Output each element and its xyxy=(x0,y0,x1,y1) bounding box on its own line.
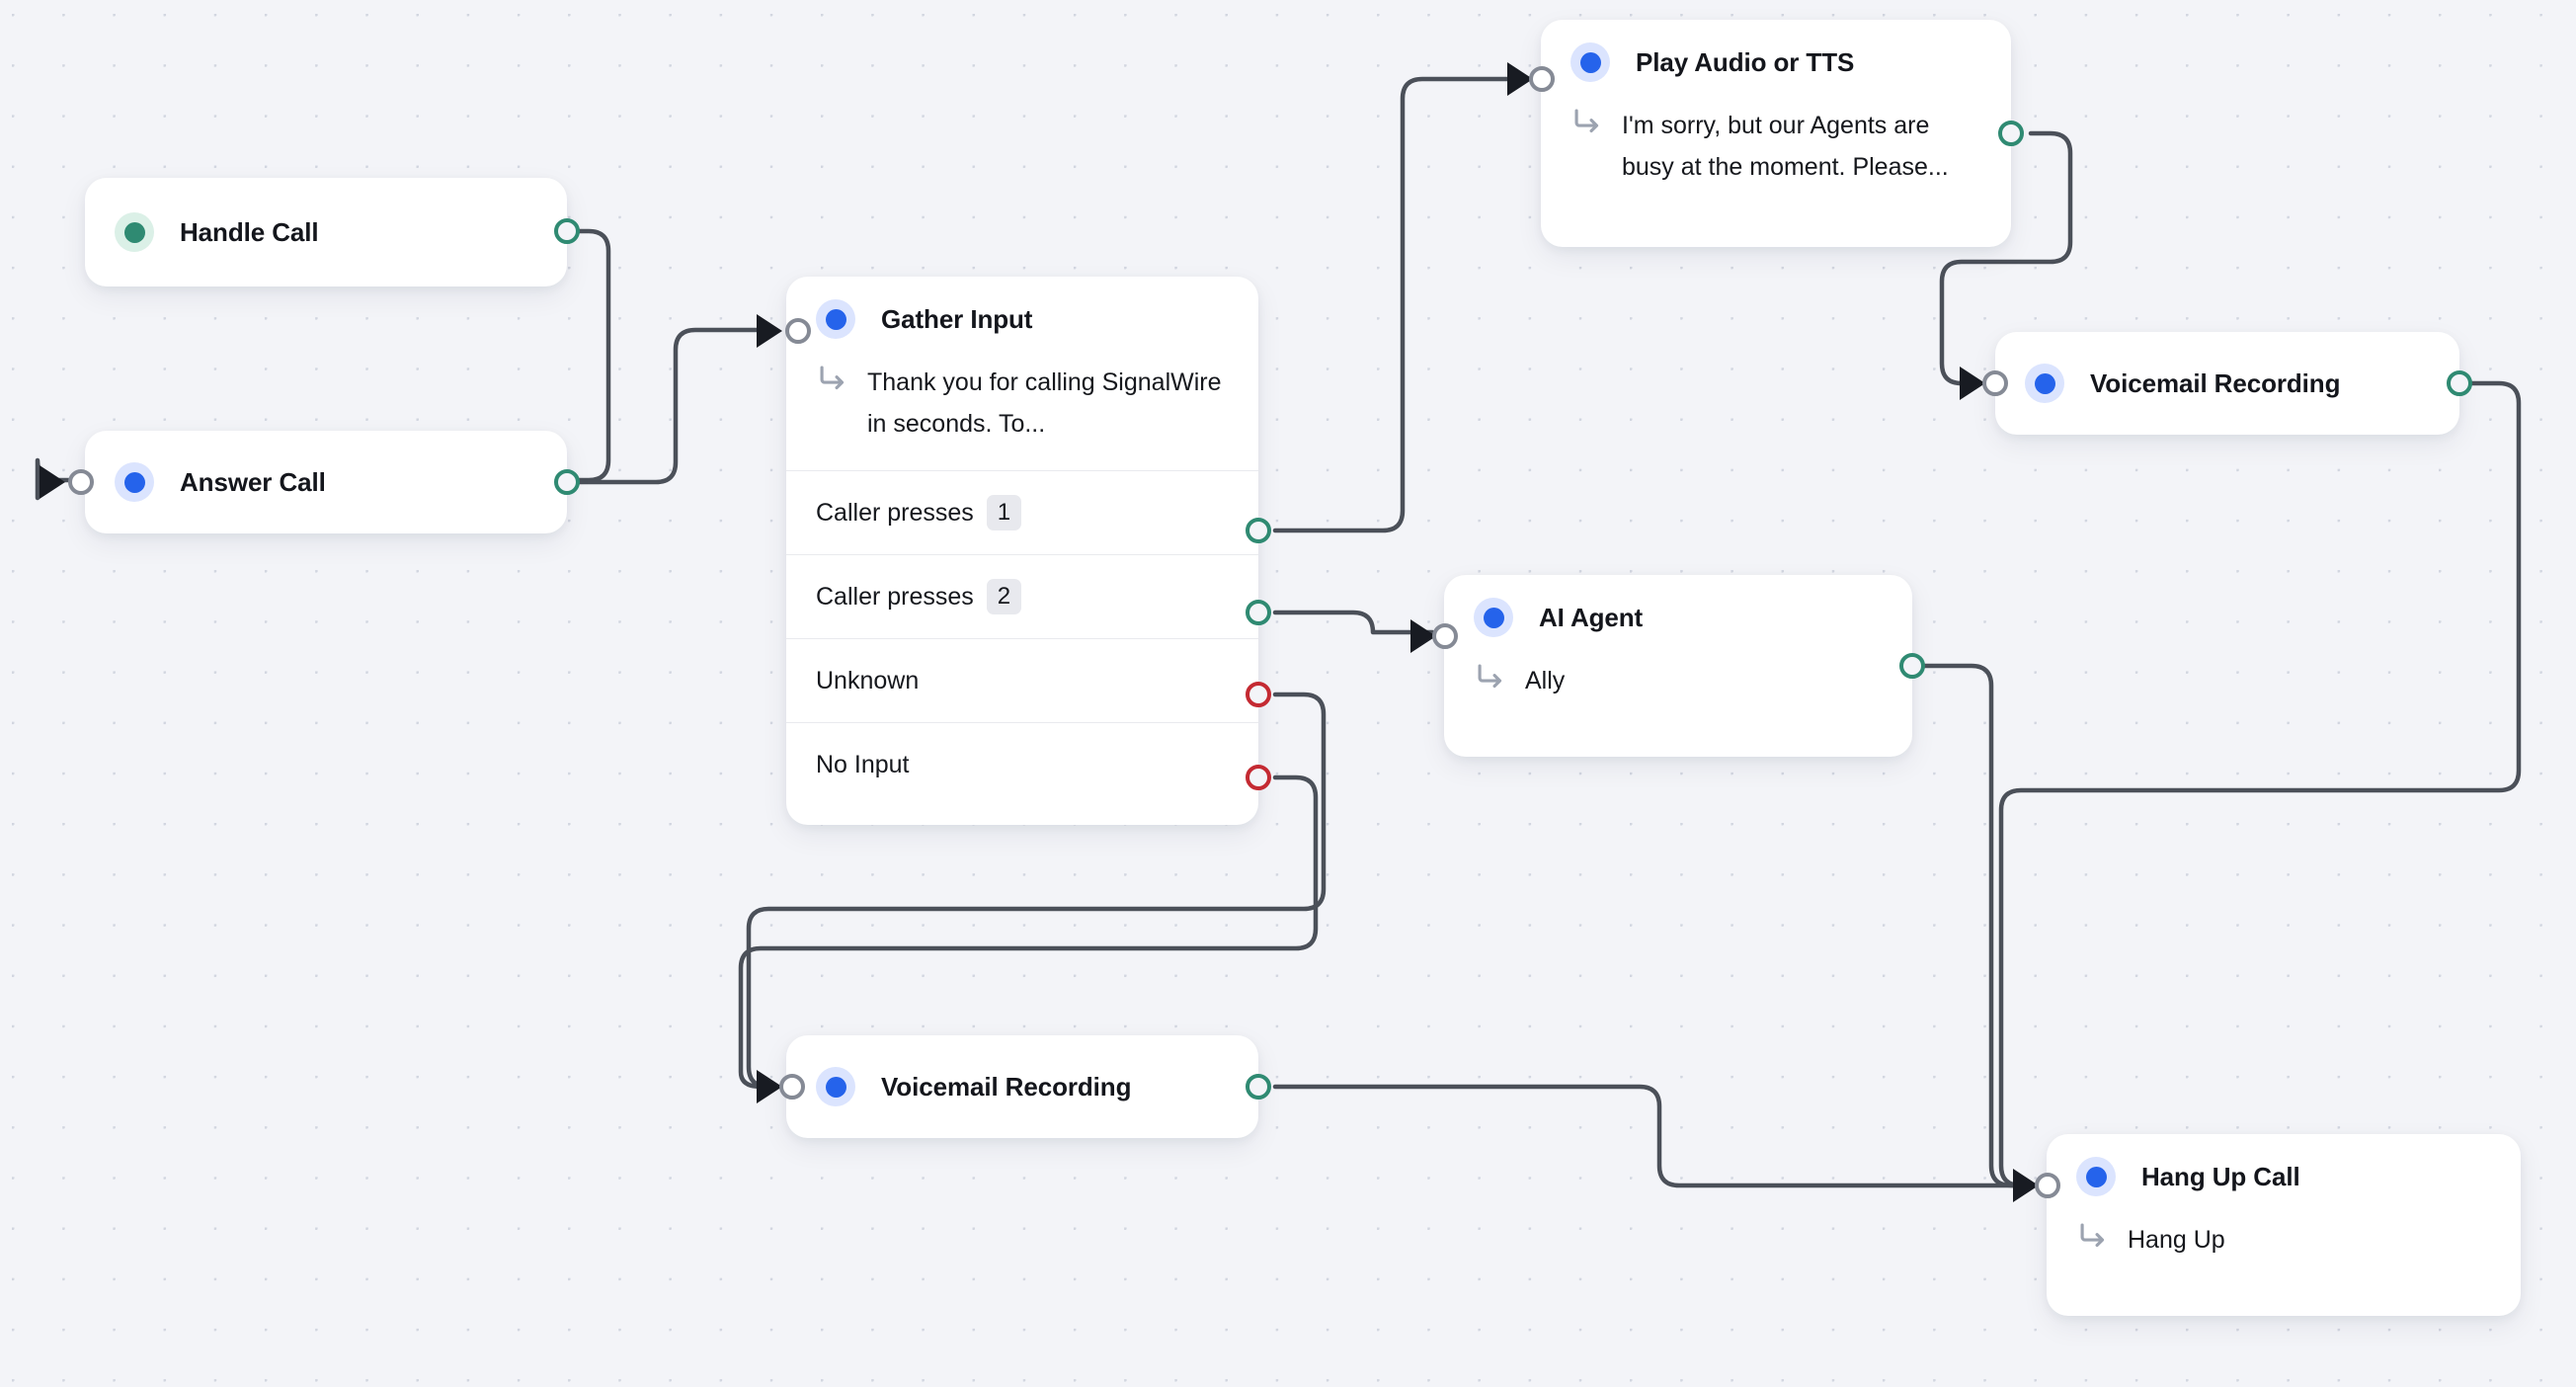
node-play-audio-tts[interactable]: Play Audio or TTS I'm sorry, but our Age… xyxy=(1541,20,2011,247)
port-row-unknown-output[interactable] xyxy=(1246,682,1271,707)
blue-dot-icon xyxy=(1474,598,1513,637)
row-badge: 1 xyxy=(986,495,1022,530)
port-voicemail-bottom-input[interactable] xyxy=(779,1074,805,1100)
node-ai-agent[interactable]: AI Agent Ally xyxy=(1444,575,1912,757)
arrow-turn-down-right-icon xyxy=(2076,1221,2110,1256)
port-row-caller-presses-2-output[interactable] xyxy=(1246,600,1271,625)
node-ai-agent-title: AI Agent xyxy=(1539,602,1644,632)
arrowhead-gather-input-input xyxy=(757,314,782,348)
blue-dot-icon xyxy=(816,1067,855,1106)
arrow-turn-down-right-icon xyxy=(1474,662,1507,696)
port-row-no-input-output[interactable] xyxy=(1246,765,1271,790)
node-gather-input[interactable]: Gather Input Thank you for calling Signa… xyxy=(786,277,1258,825)
row-no-input[interactable]: No Input xyxy=(786,722,1258,806)
port-voicemail-top-output[interactable] xyxy=(2447,370,2472,396)
arrow-turn-down-right-icon xyxy=(816,364,849,398)
node-gather-input-title: Gather Input xyxy=(881,303,1033,334)
node-answer-call[interactable]: Answer Call xyxy=(85,431,567,533)
edge-ai-agent-to-hang-up xyxy=(1909,663,2030,1188)
row-unknown[interactable]: Unknown xyxy=(786,638,1258,722)
row-label: No Input xyxy=(816,750,910,778)
edge-answer-call-to-gather-input xyxy=(564,327,764,485)
node-ai-agent-subtitle-row: Ally xyxy=(1444,660,1912,727)
port-voicemail-top-input[interactable] xyxy=(1982,370,2008,396)
node-hang-up-call-header: Hang Up Call xyxy=(2047,1134,2521,1219)
blue-dot-icon xyxy=(1570,42,1610,82)
blue-dot-icon xyxy=(2076,1157,2116,1196)
node-voicemail-recording-bottom-title: Voicemail Recording xyxy=(881,1071,1132,1101)
node-gather-input-subtitle-row: Thank you for calling SignalWire in seco… xyxy=(786,362,1258,470)
edge-voicemail-top-to-hang-up xyxy=(1998,380,2522,1188)
node-handle-call[interactable]: Handle Call xyxy=(85,178,567,286)
row-label: Unknown xyxy=(816,666,920,694)
blue-dot-icon xyxy=(816,299,855,339)
blue-dot-icon xyxy=(2025,364,2064,403)
green-dot-icon xyxy=(115,212,154,252)
node-play-audio-tts-subtitle-row: I'm sorry, but our Agents are busy at th… xyxy=(1541,105,2011,213)
node-ai-agent-header: AI Agent xyxy=(1444,575,1912,660)
node-voicemail-recording-top[interactable]: Voicemail Recording xyxy=(1995,332,2459,435)
node-gather-input-rows: Caller presses 1 Caller presses 2 Unknow… xyxy=(786,470,1258,806)
port-play-audio-input[interactable] xyxy=(1529,66,1555,92)
node-hang-up-call-title: Hang Up Call xyxy=(2141,1161,2300,1191)
arrowhead-play-audio-input xyxy=(1507,62,1533,96)
row-badge: 2 xyxy=(986,579,1022,614)
node-hang-up-call[interactable]: Hang Up Call Hang Up xyxy=(2047,1134,2521,1316)
edge-presses2-to-ai-agent xyxy=(1272,610,1435,635)
port-hang-up-call-input[interactable] xyxy=(2035,1173,2060,1198)
node-voicemail-recording-top-header: Voicemail Recording xyxy=(1995,332,2459,435)
port-answer-call-output[interactable] xyxy=(554,469,580,495)
row-caller-presses-1[interactable]: Caller presses 1 xyxy=(786,470,1258,554)
node-handle-call-header: Handle Call xyxy=(85,178,567,286)
edge-presses1-to-play-audio xyxy=(1272,76,1512,533)
port-play-audio-output[interactable] xyxy=(1998,121,2024,146)
row-label: Caller presses xyxy=(816,498,974,527)
port-voicemail-bottom-output[interactable] xyxy=(1246,1074,1271,1100)
node-answer-call-title: Answer Call xyxy=(180,466,326,497)
node-play-audio-tts-title: Play Audio or TTS xyxy=(1636,46,1855,77)
node-hang-up-call-subtitle: Hang Up xyxy=(2128,1226,2225,1254)
node-hang-up-call-subtitle-row: Hang Up xyxy=(2047,1219,2521,1286)
port-row-caller-presses-1-output[interactable] xyxy=(1246,518,1271,543)
node-answer-call-header: Answer Call xyxy=(85,431,567,533)
port-answer-call-input[interactable] xyxy=(68,469,94,495)
node-voicemail-recording-top-title: Voicemail Recording xyxy=(2090,367,2341,398)
arrowhead-answer-call-input xyxy=(40,465,65,499)
node-gather-input-header: Gather Input xyxy=(786,277,1258,362)
node-handle-call-title: Handle Call xyxy=(180,216,319,247)
blue-dot-icon xyxy=(115,462,154,502)
node-voicemail-recording-bottom-header: Voicemail Recording xyxy=(786,1035,1258,1138)
row-label: Caller presses xyxy=(816,582,974,611)
node-ai-agent-subtitle: Ally xyxy=(1525,667,1566,694)
edge-voicemail-bottom-to-hang-up xyxy=(1272,1084,2030,1188)
port-ai-agent-input[interactable] xyxy=(1432,623,1458,649)
row-caller-presses-2[interactable]: Caller presses 2 xyxy=(786,554,1258,638)
arrow-turn-down-right-icon xyxy=(1570,107,1604,141)
port-ai-agent-output[interactable] xyxy=(1899,653,1925,679)
node-voicemail-recording-bottom[interactable]: Voicemail Recording xyxy=(786,1035,1258,1138)
port-handle-call-output[interactable] xyxy=(554,218,580,244)
node-play-audio-tts-header: Play Audio or TTS xyxy=(1541,20,2011,105)
node-play-audio-tts-subtitle: I'm sorry, but our Agents are busy at th… xyxy=(1622,112,1949,181)
port-gather-input-input[interactable] xyxy=(785,318,811,344)
node-gather-input-subtitle: Thank you for calling SignalWire in seco… xyxy=(867,368,1222,438)
